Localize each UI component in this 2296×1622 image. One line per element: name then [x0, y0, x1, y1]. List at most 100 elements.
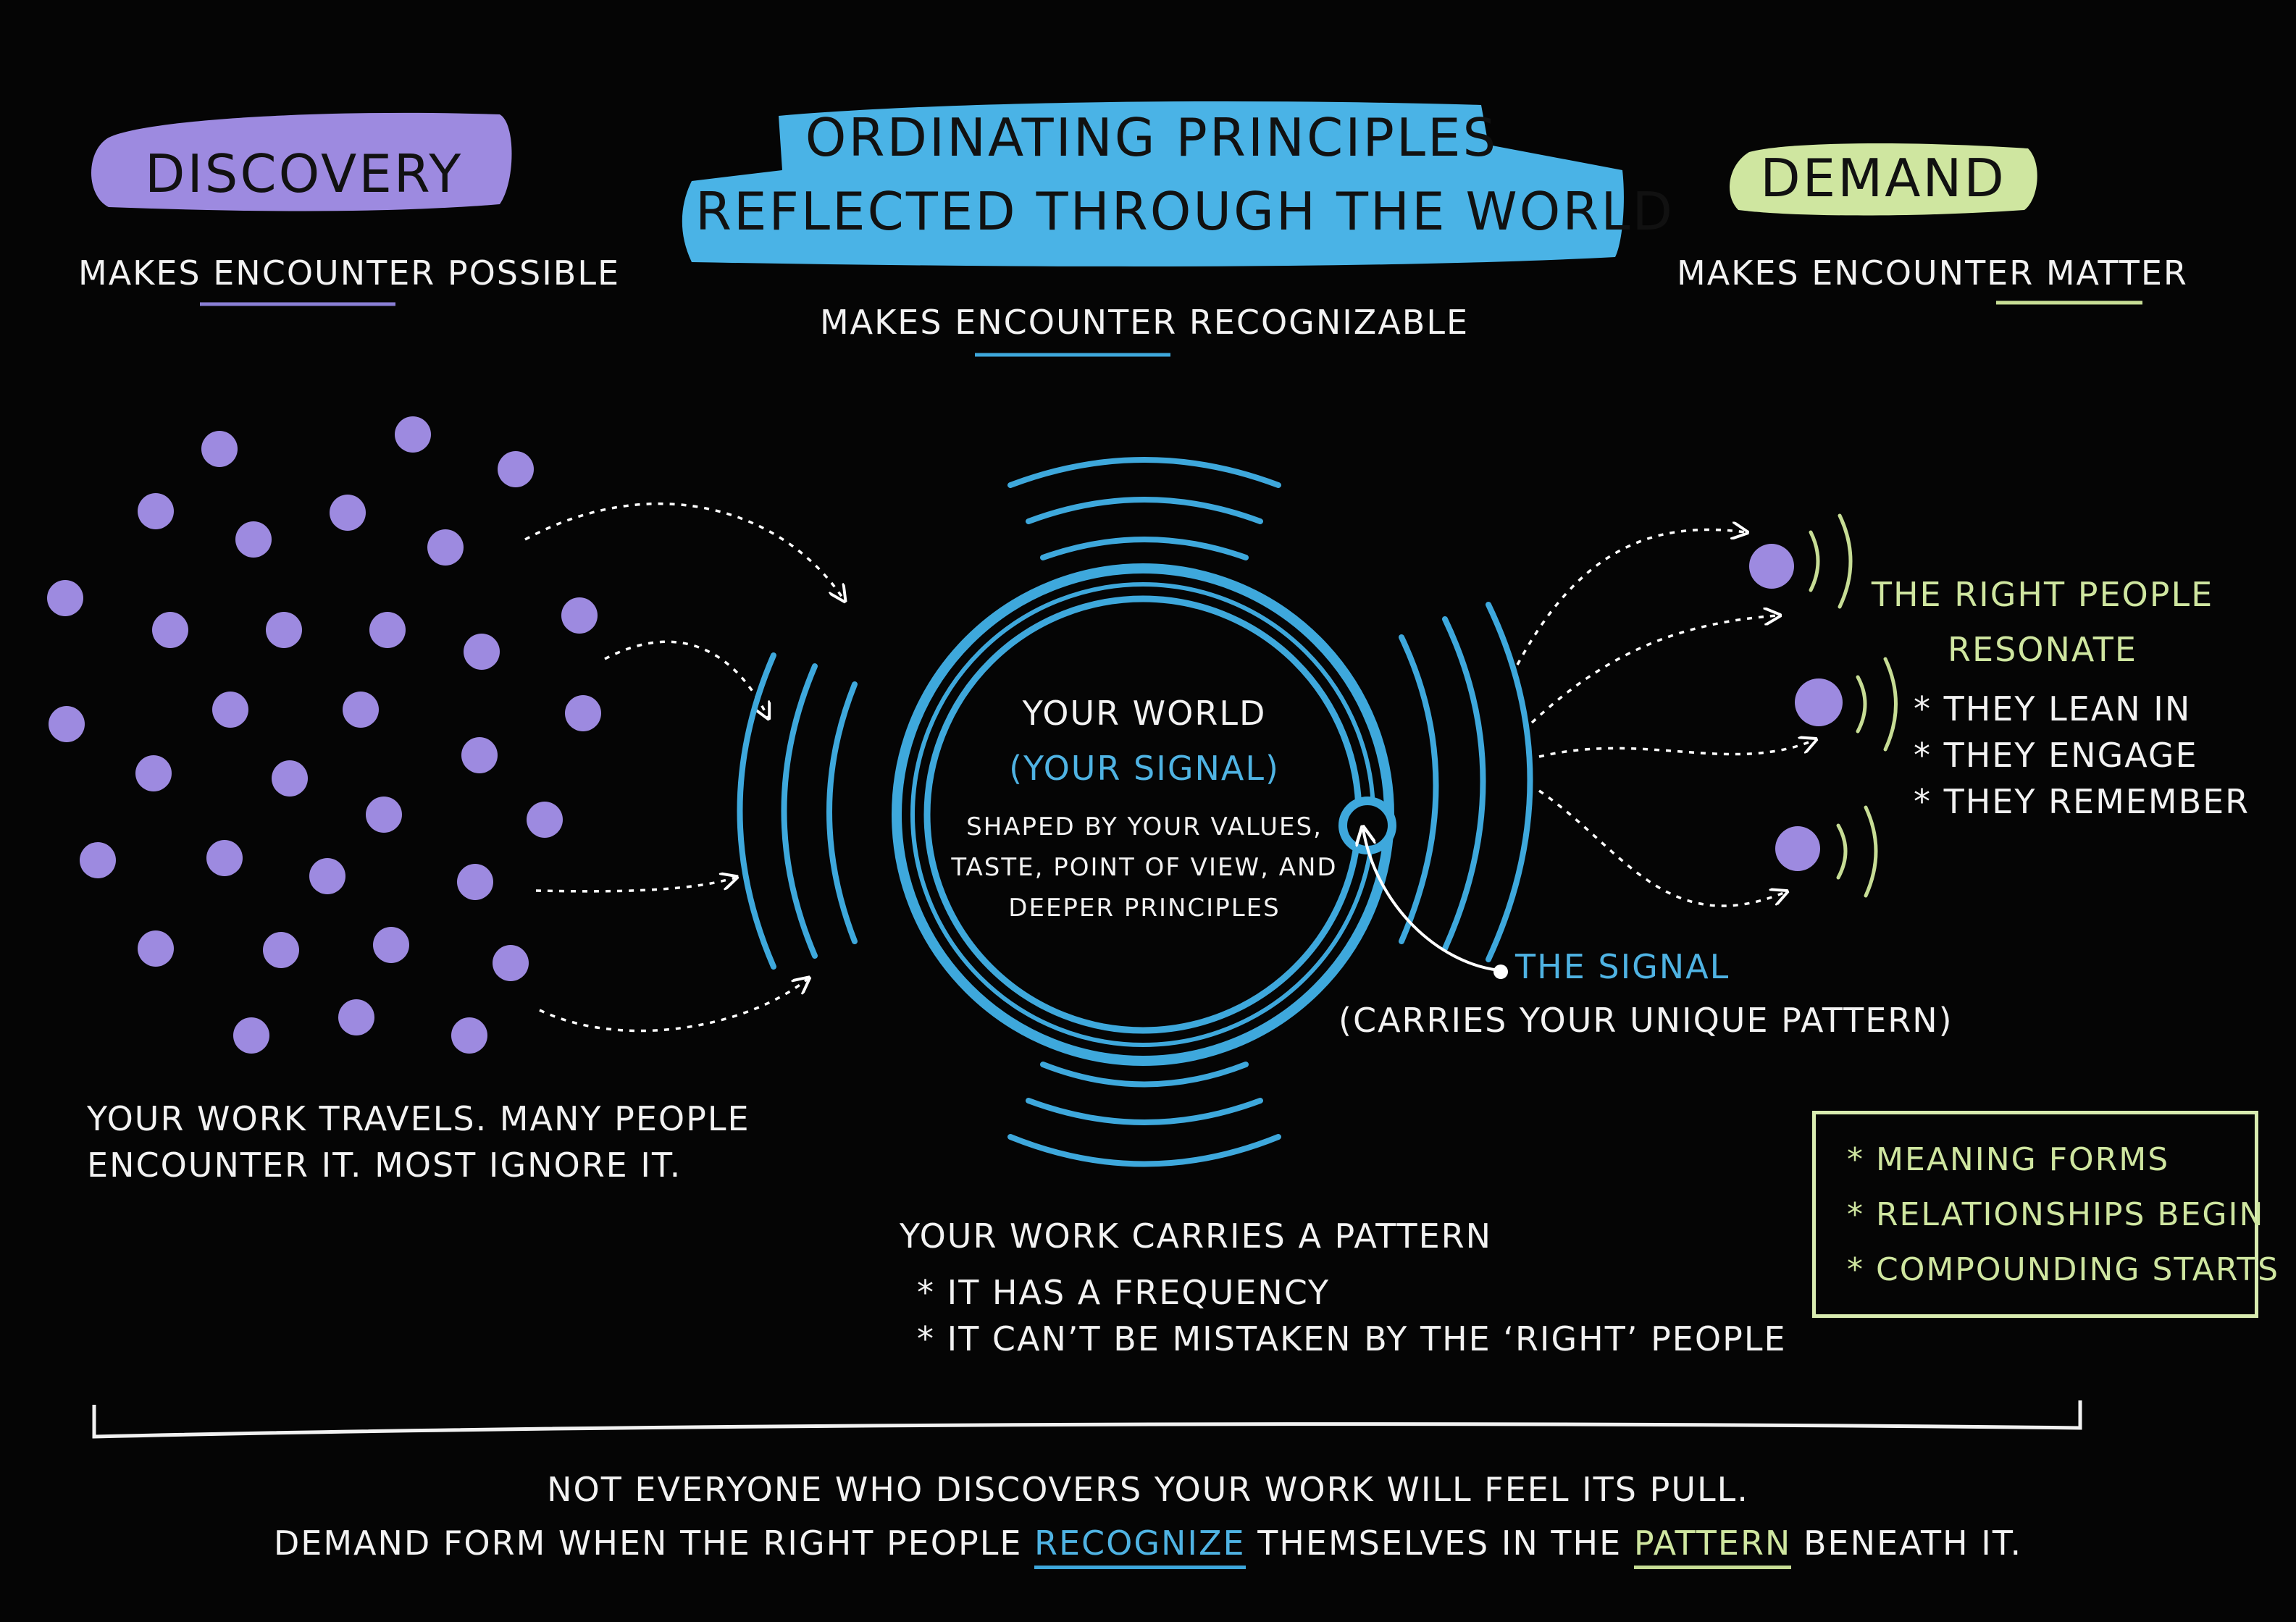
crowd-dot [395, 416, 431, 453]
pattern-bullet-2: * IT CAN’T BE MISTAKEN BY THE ‘RIGHT’ PE… [917, 1319, 1787, 1358]
outcome-item-1: * MEANING FORMS [1847, 1141, 2170, 1178]
footer-line-2-mid: THEMSELVES IN THE [1245, 1524, 1634, 1563]
main-title-line1: ORDINATING PRINCIPLES [805, 107, 1499, 168]
resonance-wave-3b [1864, 805, 1878, 898]
crowd-dot [263, 932, 299, 968]
discovery-subtitle-pre: MAKES [78, 253, 214, 293]
resonate-bullet-2: * THEY ENGAGE [1914, 736, 2198, 775]
signal-callout-sub: (CARRIES YOUR UNIQUE PATTERN) [1338, 1001, 1953, 1040]
wave-top-2 [1026, 497, 1263, 524]
crowd-dot [266, 612, 302, 648]
wave-right-2 [1442, 616, 1486, 951]
crowd-dot [343, 692, 379, 728]
incoming-arrow-1 [524, 503, 844, 600]
crowd-dot [212, 692, 248, 728]
outgoing-arrow-2 [1530, 615, 1778, 724]
crowd-dot [561, 597, 598, 634]
main-subtitle-post: RECOGNIZABLE [1177, 303, 1470, 342]
crowd-dots [47, 416, 601, 1054]
resonance-wave-3a [1836, 823, 1848, 880]
crowd-dot [498, 451, 534, 487]
footer-line-2-pre: DEMAND FORM WHEN THE RIGHT PEOPLE [273, 1524, 1035, 1563]
wave-bottom-1 [1040, 1062, 1249, 1088]
title-brush-banner [682, 101, 1624, 266]
outcomes-box [1812, 1111, 2258, 1318]
crowd-dot [135, 755, 172, 791]
world-desc-line2: TASTE, POINT OF VIEW, AND [951, 853, 1338, 882]
crowd-dot [80, 842, 116, 878]
crowd-dot [201, 431, 238, 467]
resonating-person-2 [1795, 678, 1843, 726]
incoming-arrows [524, 503, 844, 1033]
discovery-subtitle-post: POSSIBLE [435, 253, 621, 293]
resonating-person-1 [1749, 544, 1794, 589]
resonance-wave-2b [1883, 657, 1898, 752]
wave-bottom-2 [1026, 1098, 1263, 1125]
footer-recognize-keyword: RECOGNIZE [1034, 1524, 1246, 1569]
demand-brush-banner [1730, 143, 2037, 216]
crowd-dot [527, 802, 563, 838]
footer-line-1: NOT EVERYONE WHO DISCOVERS YOUR WORK WIL… [547, 1470, 1749, 1509]
resonate-heading-line1: THE RIGHT PEOPLE [1871, 575, 2214, 614]
incoming-arrow-3 [535, 878, 735, 893]
main-title-line2: REFLECTED THROUGH THE WORLD [695, 181, 1675, 242]
crowd-dot [233, 1017, 269, 1054]
signal-pointer-dot [1493, 965, 1508, 979]
wave-left-2 [781, 663, 818, 959]
world-desc-line1: SHAPED BY YOUR VALUES, [966, 812, 1323, 841]
world-signal-label: (YOUR SIGNAL) [1009, 749, 1280, 788]
wave-top-1 [1007, 457, 1281, 488]
crowd-dot [451, 1017, 487, 1054]
crowd-dot [235, 521, 272, 558]
world-label: YOUR WORLD [1022, 694, 1267, 733]
discovery-subtitle-key: ENCOUNTER [213, 253, 436, 293]
main-subtitle-key: ENCOUNTER [955, 303, 1178, 342]
footer-bracket [92, 1400, 2082, 1439]
resonating-person-3 [1775, 826, 1820, 871]
outgoing-arrow-4 [1538, 789, 1785, 907]
outcome-item-2: * RELATIONSHIPS BEGIN [1847, 1196, 2265, 1233]
crowd-caption-line1: YOUR WORK TRAVELS. MANY PEOPLE [87, 1099, 750, 1138]
resonance-wave-2a [1856, 675, 1867, 734]
crowd-dot [138, 930, 174, 967]
demand-subtitle-pre: MAKES ENCOUNTER [1677, 253, 2046, 293]
wave-bottom-3 [1007, 1134, 1281, 1167]
footer-pattern-keyword: PATTERN [1633, 1524, 1792, 1569]
signal-waves [737, 457, 1533, 1167]
crowd-dot [47, 580, 83, 616]
discovery-brush-banner [91, 112, 512, 211]
resonate-bullet-1: * THEY LEAN IN [1914, 689, 2192, 728]
pattern-bullet-1: * IT HAS A FREQUENCY [917, 1273, 1331, 1312]
crowd-dot [366, 797, 402, 833]
crowd-dot [138, 493, 174, 529]
resonance-wave-1b [1838, 513, 1853, 609]
pattern-heading: YOUR WORK CARRIES A PATTERN [900, 1216, 1493, 1256]
signal-callout: THE SIGNAL [1515, 947, 1730, 986]
demand-title: DEMAND [1760, 148, 2006, 209]
crowd-caption-line2: ENCOUNTER IT. MOST IGNORE IT. [87, 1146, 682, 1185]
crowd-dot [493, 945, 529, 981]
wave-right-1 [1399, 634, 1439, 944]
crowd-dot [457, 864, 493, 900]
resonate-heading-line2: RESONATE [1948, 630, 2137, 669]
main-subtitle: MAKES ENCOUNTER RECOGNIZABLE [797, 303, 1492, 342]
outgoing-arrow-1 [1516, 529, 1746, 665]
wave-left-1 [826, 681, 858, 944]
crowd-dot [464, 634, 500, 670]
world-desc-line3: DEEPER PRINCIPLES [1008, 894, 1281, 923]
crowd-dot [206, 840, 243, 876]
discovery-subtitle: MAKES ENCOUNTER POSSIBLE [78, 253, 620, 293]
crowd-dot [330, 495, 366, 531]
crowd-dot [49, 706, 85, 742]
resonate-bullet-3: * THEY REMEMBER [1914, 782, 2250, 821]
incoming-arrow-4 [539, 979, 808, 1033]
outcome-item-3: * COMPOUNDING STARTS [1847, 1251, 2280, 1288]
wave-left-3 [737, 652, 776, 970]
crowd-dot [152, 612, 188, 648]
crowd-dot [272, 760, 308, 797]
demand-subtitle-key: MATTER [2045, 253, 2188, 293]
discovery-title: DISCOVERY [145, 143, 464, 204]
crowd-dot [369, 612, 406, 648]
